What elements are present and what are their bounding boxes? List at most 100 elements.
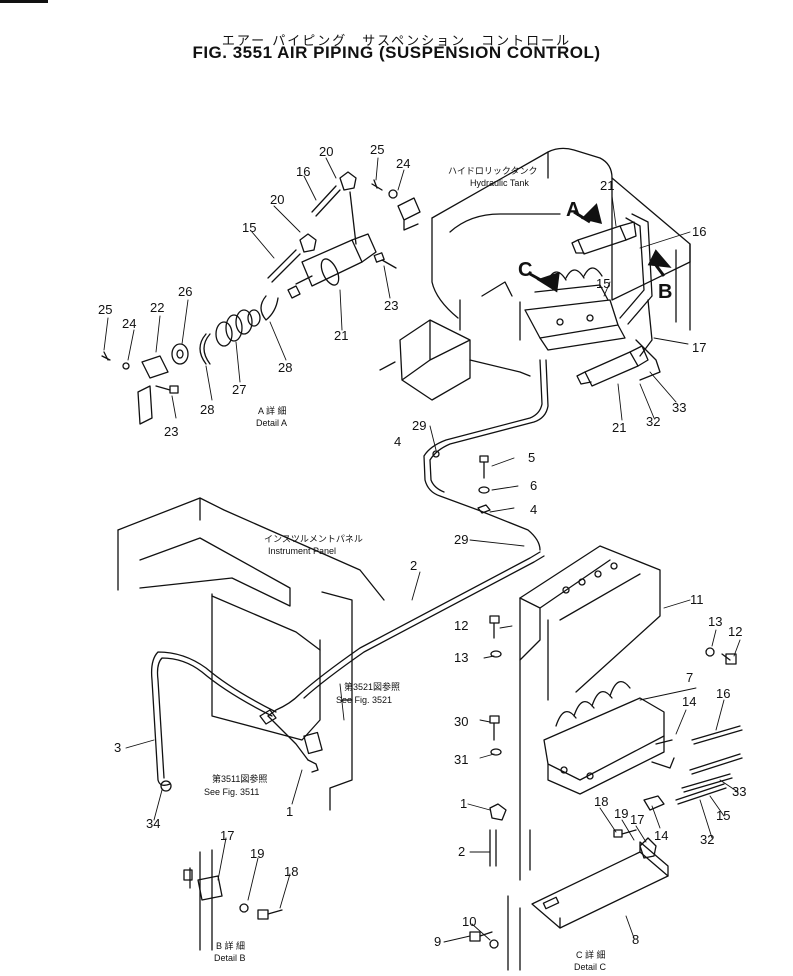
part-number: 31 [454,752,468,767]
bolt-9 [469,931,493,942]
part-number: 29 [412,418,426,433]
detail-a-label-jp: A 詳 細 [258,405,287,416]
part-number: 30 [454,714,468,729]
bolt-18-b [257,909,283,920]
pipe-2-b [303,555,545,699]
title-japanese: エアー パイピング サスペンション コントロール [221,34,572,49]
part-number: 21 [600,178,614,193]
pin-25-upper [371,179,383,191]
washer-24-upper [388,189,398,199]
washer-24-lower [122,362,130,370]
view-letter-b: B [658,281,672,303]
detail-b-label: Detail B [214,953,246,963]
part-number: 1 [286,804,293,819]
cylinder-tank-lower [576,345,649,387]
part-number: 23 [164,424,178,439]
part-number: 21 [612,420,626,435]
part-number: 14 [682,694,696,709]
washer-31 [490,748,502,756]
washer-19-b [239,903,249,913]
bellows-27 [215,309,261,347]
detail-b-label-jp: B 詳 細 [216,940,245,951]
part-number: 26 [178,284,192,299]
part-number: 5 [528,450,535,465]
part-number: 28 [278,360,292,375]
part-number: 18 [594,794,608,809]
elbows-20 [299,171,357,253]
part-number: 17 [630,812,644,827]
bracket-11 [519,545,661,881]
elbow-1-c [489,803,507,821]
pin-25-lower [101,351,111,361]
detail-a-cylinder [287,233,377,299]
part-number: 12 [454,618,468,633]
see-3511-label-jp: 第3511図参照 [212,773,267,784]
part-number: 24 [122,316,136,331]
part-number: 8 [632,932,639,947]
pipe-29-upper [423,359,543,551]
part-number: 32 [646,414,660,429]
pipe-3 [150,651,277,786]
part-number: 19 [250,846,264,861]
part-number: 29 [454,532,468,547]
pipes-15-16-33-32 [675,725,743,805]
part-number: 23 [384,298,398,313]
bolt-5 [479,455,489,479]
part-number: 25 [98,302,112,317]
detail-c-label: Detail C [574,962,607,972]
part-number: 16 [716,686,730,701]
hydraulic-tank-label-jp: ハイドロリックタンク [448,166,537,176]
part-number: 22 [150,300,164,315]
bolt-12-left [489,615,500,639]
bulkhead-rail [379,359,531,377]
view-letter-a: A [566,199,580,221]
view-letter-c: C [518,259,532,281]
hydraulic-tank [431,147,691,341]
part-number: 18 [284,864,298,879]
clamp-34 [160,780,172,792]
clevis-22 [137,355,169,425]
page-title: FIG. 3551 AIR PIPING (SUSPENSION CONTROL… [192,43,601,62]
part-number: 6 [530,478,537,493]
nut-26 [171,343,189,365]
part-number: 4 [394,434,401,449]
ring-28-left [199,333,211,365]
detail-c-label-jp: C 詳 細 [576,949,606,960]
cylinder-tank-upper [571,221,637,255]
part-number: 15 [596,276,610,291]
elbow-17-c [639,837,657,859]
bolt-18-c [613,829,637,838]
clip-4-lower [477,504,491,514]
part-number: 13 [454,650,468,665]
instrument-panel-label: Instrument Panel [268,546,336,556]
detail-a-label: Detail A [256,418,287,428]
bolt-23-lower [155,385,179,394]
part-number: 32 [700,832,714,847]
part-number: 14 [654,828,668,843]
part-number: 28 [200,402,214,417]
control-valve-c [524,267,626,351]
ring-28-right [260,295,279,321]
part-number: 27 [232,382,246,397]
bulkhead [399,319,471,401]
part-number: 33 [732,784,746,799]
part-number: 7 [686,670,693,685]
part-number: 3 [114,740,121,755]
pipe-3-b [156,657,273,779]
valve-7 [543,680,665,795]
part-number: 10 [462,914,476,929]
part-number: 15 [716,808,730,823]
pipe-2-c [489,829,497,867]
instrument-panel [117,497,385,811]
pipe-29-upper-2 [429,359,549,493]
part-number: 25 [370,142,384,157]
plate-8 [531,841,669,929]
washer-10 [489,939,499,949]
clip-4-upper [432,450,440,458]
part-number: 21 [334,328,348,343]
elbows-14 [643,739,675,811]
corner-rule [0,0,48,3]
pins-15-16 [267,185,341,283]
bolt-12-right [721,653,737,665]
